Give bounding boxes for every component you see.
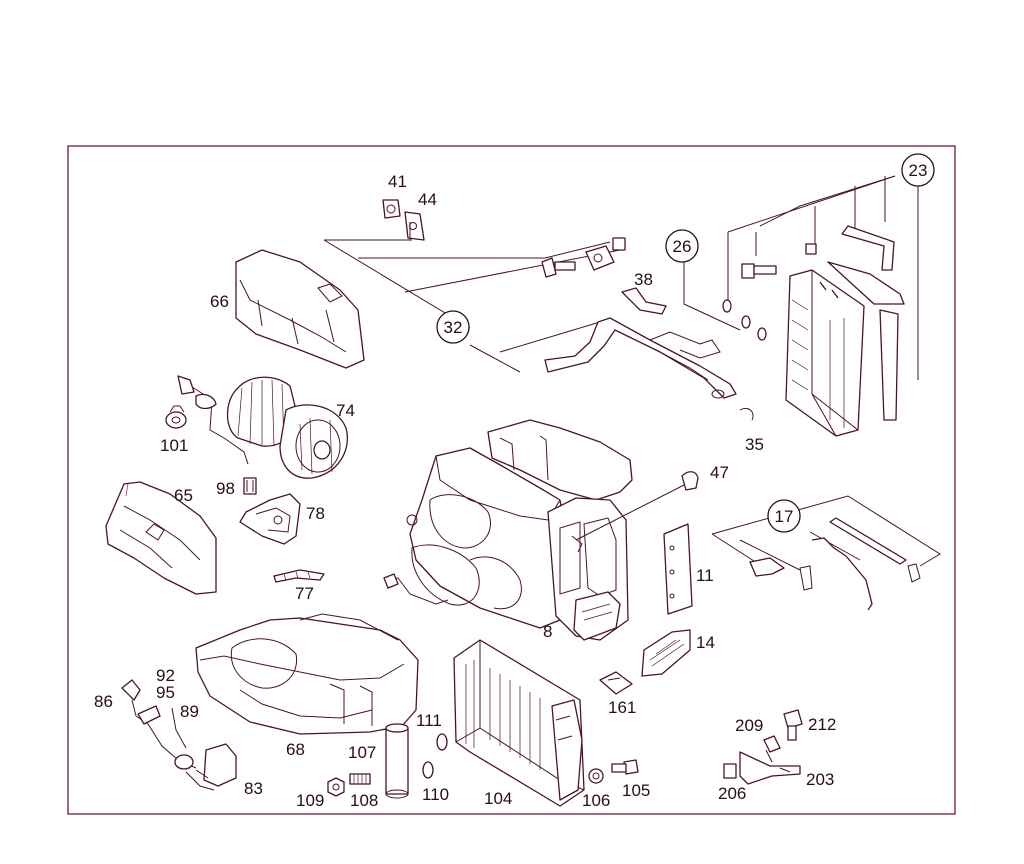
part-32-washer — [585, 237, 626, 271]
label-65: 65 — [174, 486, 193, 505]
part-17-rods — [711, 495, 941, 611]
part-14-grille — [641, 629, 691, 677]
label-78: 78 — [306, 504, 325, 523]
label-161: 161 — [608, 698, 636, 717]
part-101-grommet — [165, 405, 187, 429]
callout-labels: 23 26 32 17 41 44 38 35 66 74 101 47 65 … — [94, 161, 927, 810]
part-212-bolt — [783, 709, 803, 741]
part-106-washer — [588, 768, 604, 784]
label-203: 203 — [806, 770, 834, 789]
part-32-bolt — [541, 257, 576, 278]
label-106: 106 — [582, 791, 610, 810]
label-107: 107 — [348, 743, 376, 762]
diagram-frame — [67, 145, 956, 815]
callout-circle-32 — [436, 310, 470, 344]
label-108: 108 — [350, 791, 378, 810]
part-66-cover — [235, 249, 365, 369]
label-105: 105 — [622, 781, 650, 800]
part-105-bolt — [611, 759, 639, 775]
label-41: 41 — [388, 172, 407, 191]
label-66: 66 — [210, 292, 229, 311]
label-86: 86 — [94, 692, 113, 711]
label-101: 101 — [160, 436, 188, 455]
part-77-strip — [273, 569, 325, 583]
callout-circle-23 — [901, 153, 935, 187]
label-26: 26 — [673, 237, 692, 256]
label-110: 110 — [422, 785, 449, 804]
part-107-valve — [385, 723, 409, 799]
label-17: 17 — [775, 507, 794, 526]
label-95: 95 — [156, 683, 175, 702]
part-111-washer — [436, 733, 448, 751]
label-74: 74 — [336, 401, 355, 420]
callout-circle-26 — [665, 229, 699, 263]
label-38: 38 — [634, 270, 653, 289]
label-111: 111 — [416, 711, 442, 730]
part-32-pipes — [544, 287, 754, 421]
part-110-washer — [422, 761, 434, 779]
part-11-plate — [663, 523, 693, 615]
label-35: 35 — [745, 435, 764, 454]
label-92: 92 — [156, 666, 175, 685]
part-83-harness — [121, 679, 237, 791]
part-209-bolt — [763, 735, 781, 763]
part-8-hvac-housing — [383, 419, 633, 641]
label-44: 44 — [418, 190, 437, 209]
part-161-clip — [599, 671, 633, 695]
label-104: 104 — [484, 789, 512, 808]
part-74-blower-motor — [177, 375, 348, 479]
label-209: 209 — [735, 716, 763, 735]
label-109: 109 — [296, 791, 324, 810]
label-98: 98 — [216, 479, 235, 498]
label-77: 77 — [295, 584, 314, 603]
label-212: 212 — [808, 715, 836, 734]
part-206-clip — [723, 763, 737, 779]
label-83: 83 — [244, 779, 263, 798]
part-41-clip — [382, 199, 401, 219]
part-109-nut — [327, 777, 345, 797]
leaders-32-group — [323, 222, 621, 373]
part-78-bracket — [239, 493, 301, 545]
label-89: 89 — [180, 702, 199, 721]
part-65-shield — [105, 481, 217, 595]
part-108-stud — [349, 773, 371, 785]
label-14: 14 — [696, 633, 715, 652]
label-8: 8 — [543, 622, 552, 641]
part-47-cap — [571, 471, 699, 553]
part-98-clip — [243, 477, 257, 495]
label-32: 32 — [444, 318, 463, 337]
part-68-lower-housing — [195, 613, 419, 735]
part-26-fasteners — [683, 175, 896, 341]
label-206: 206 — [718, 784, 746, 803]
label-11: 11 — [696, 566, 714, 585]
label-47: 47 — [710, 463, 729, 482]
label-68: 68 — [286, 740, 305, 759]
label-23: 23 — [909, 161, 928, 180]
part-23-heater-core — [759, 175, 919, 437]
part-104-evaporator — [453, 639, 585, 807]
part-44-clip — [404, 211, 425, 241]
callout-circle-17 — [767, 499, 801, 533]
part-203-bracket — [739, 751, 801, 785]
